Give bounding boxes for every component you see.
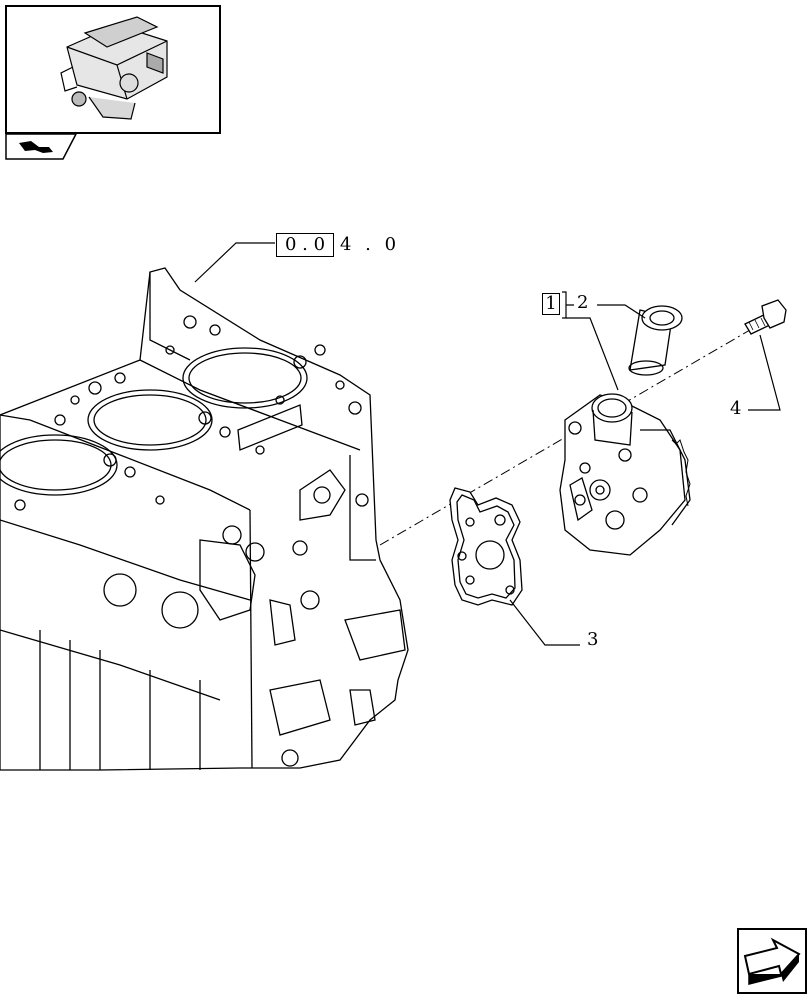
engine-thumbnail-icon: [60, 16, 168, 120]
gasket: [449, 487, 523, 606]
oil-pump: [559, 393, 691, 556]
callout-2: 2: [577, 292, 589, 313]
thumbnail-tab[interactable]: [5, 133, 77, 160]
next-page-button[interactable]: [737, 928, 807, 994]
block-reference-suffix: 4 . 0: [340, 234, 401, 255]
group-bracket: [562, 291, 574, 319]
block-reference-box[interactable]: 0 . 0: [276, 233, 334, 257]
bolt: [744, 299, 787, 335]
leader-2: [597, 304, 646, 319]
leader-1: [566, 317, 619, 391]
relief-valve: [628, 305, 683, 376]
engine-block: [0, 267, 409, 771]
callout-3: 3: [587, 629, 599, 650]
leader-3: [509, 599, 580, 646]
wrench-tab-icon: [5, 133, 77, 160]
engine-thumbnail: [5, 5, 221, 134]
group-box-1[interactable]: 1: [542, 293, 560, 315]
leader-block-ref: [194, 242, 275, 283]
leader-4: [748, 334, 781, 411]
callout-4: 4: [730, 398, 742, 419]
next-page-arrow-icon: [737, 928, 807, 994]
